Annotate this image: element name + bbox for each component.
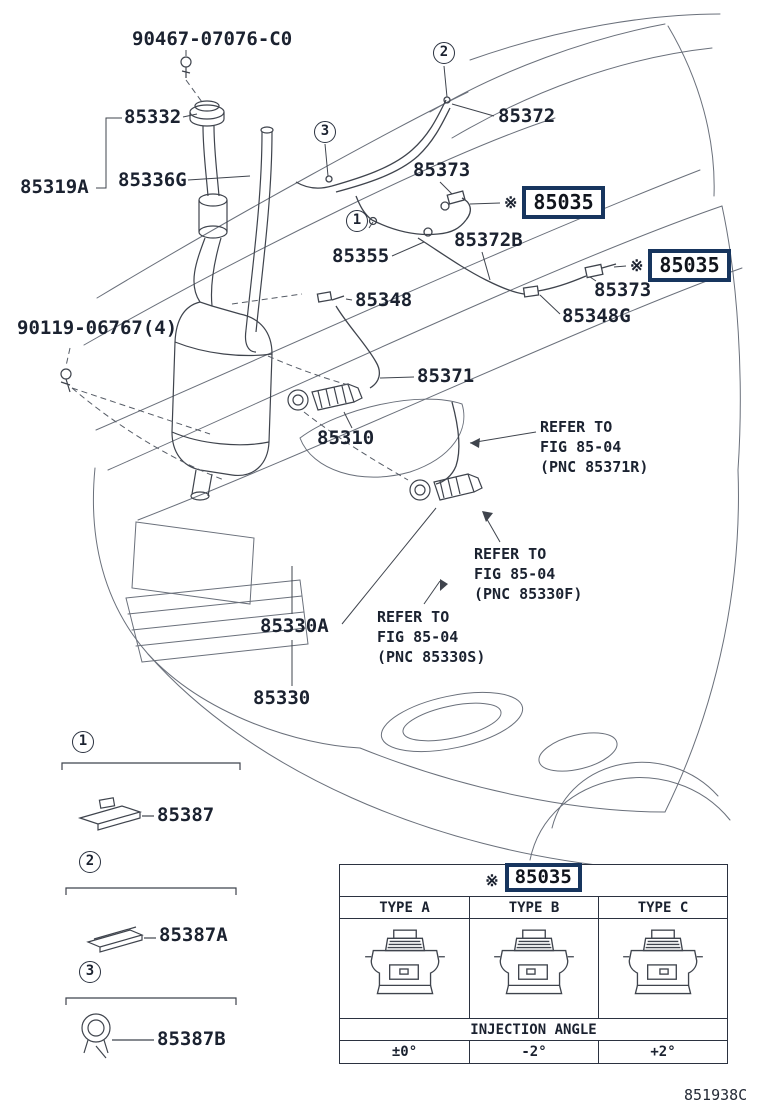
washer-reservoir <box>171 100 274 501</box>
refer-note-line: (PNC 85330S) <box>377 648 486 666</box>
part-label-85355: 85355 <box>332 245 390 267</box>
washer-hoses <box>295 96 617 485</box>
part-label-85319a: 85319A <box>20 176 89 198</box>
part-label-85372b: 85372B <box>454 229 523 251</box>
refer-note-line: (PNC 85371R) <box>540 458 649 476</box>
refer-note-85330f: REFER TO FIG 85-04 (PNC 85330F) <box>474 544 582 604</box>
highlighted-part-85035-1: ※ 85035 <box>504 186 605 219</box>
part-label-85373-upper: 85373 <box>413 159 471 181</box>
refer-note-85330s: REFER TO FIG 85-04 (PNC 85330S) <box>377 607 485 667</box>
car-outline <box>83 13 743 869</box>
reference-mark-icon: ※ <box>504 192 518 212</box>
injection-angle-table: ※ 85035 TYPE A TYPE B TYPE C <box>339 862 728 1064</box>
reference-mark-icon: ※ <box>485 870 499 890</box>
part-label-85387a: 85387A <box>159 924 228 946</box>
callout-2: 2 <box>433 42 455 64</box>
leader-lines <box>96 50 627 686</box>
legend-graphics <box>61 762 241 1059</box>
nozzle-illustration-type-c <box>598 919 727 1019</box>
part-number-box: 85035 <box>648 249 731 282</box>
part-number-box: 85035 <box>522 186 605 219</box>
part-label-85371: 85371 <box>417 365 475 387</box>
angle-value-type-b: -2° <box>469 1041 598 1063</box>
part-label-85348: 85348 <box>355 289 413 311</box>
part-label-85330a: 85330A <box>260 615 329 637</box>
part-label-90119-06767: 90119-06767(4) <box>17 317 178 339</box>
refer-note-85371r: REFER TO FIG 85-04 (PNC 85371R) <box>540 417 648 477</box>
refer-note-line: (PNC 85330F) <box>474 585 583 603</box>
column-header-type-a: TYPE A <box>340 897 469 919</box>
bolt-icons <box>60 56 192 393</box>
part-label-85348g: 85348G <box>562 305 631 327</box>
part-label-85373-lower: 85373 <box>594 279 652 301</box>
angle-value-type-a: ±0° <box>391 1044 418 1060</box>
column-header-type-c: TYPE C <box>598 897 727 919</box>
callout-3: 3 <box>314 121 336 143</box>
part-number-box: 85035 <box>504 862 582 893</box>
refer-note-line: FIG 85-04 <box>377 628 459 646</box>
table-title: ※ 85035 <box>340 862 727 897</box>
part-label-85336g: 85336G <box>118 169 187 191</box>
document-code: 851938C <box>684 1086 748 1104</box>
refer-note-line: FIG 85-04 <box>540 438 622 456</box>
reference-mark-icon: ※ <box>630 255 644 275</box>
part-label-85387b: 85387B <box>157 1028 226 1050</box>
part-label-85372: 85372 <box>498 105 556 127</box>
legend-callout-1: 1 <box>72 731 94 753</box>
refer-note-line: FIG 85-04 <box>474 565 556 583</box>
callout-1: 1 <box>346 210 368 232</box>
pump-and-nozzles <box>287 383 483 501</box>
part-label-90467-07076-c0: 90467-07076-C0 <box>132 28 293 50</box>
column-header-type-b: TYPE B <box>469 897 598 919</box>
legend-callout-2: 2 <box>79 851 101 873</box>
injection-angle-row-label: INJECTION ANGLE <box>340 1019 727 1041</box>
dashed-lines <box>65 79 409 481</box>
part-label-85330: 85330 <box>253 687 311 709</box>
refer-note-line: REFER TO <box>540 418 613 436</box>
highlighted-part-85035-2: ※ 85035 <box>630 249 731 282</box>
legend-callout-3: 3 <box>79 961 101 983</box>
part-label-85310: 85310 <box>317 427 375 449</box>
nozzle-illustration-type-a <box>340 919 469 1019</box>
part-label-85332: 85332 <box>124 106 182 128</box>
refer-note-line: REFER TO <box>377 608 450 626</box>
angle-value-type-c: +2° <box>598 1041 727 1063</box>
nozzle-illustration-type-b <box>469 919 598 1019</box>
refer-note-line: REFER TO <box>474 545 547 563</box>
part-label-85387: 85387 <box>157 804 215 826</box>
